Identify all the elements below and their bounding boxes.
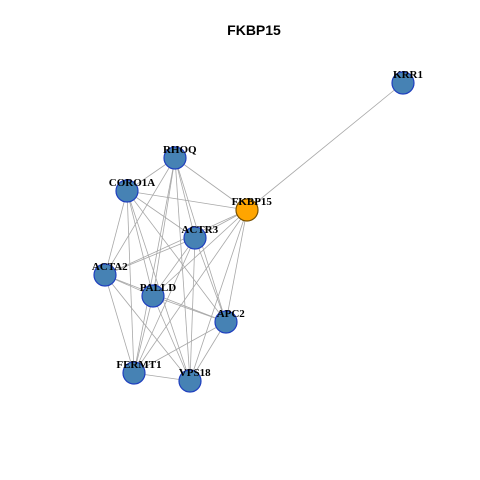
edge-coro1a-actr3 (126, 190, 196, 239)
edge-fkbp15-acta2 (104, 209, 248, 276)
edge-acta2-vps18 (104, 274, 191, 382)
node-fkbp15[interactable] (235, 198, 259, 222)
node-layer (93, 71, 415, 393)
node-vps18[interactable] (178, 369, 202, 393)
edge-coro1a-fkbp15 (126, 190, 248, 211)
graph-title: FKBP15 (227, 22, 281, 38)
node-fermt1[interactable] (122, 361, 146, 385)
node-apc2[interactable] (214, 310, 238, 334)
node-label-vps18: VPS18 (179, 367, 211, 379)
node-palld[interactable] (141, 284, 165, 308)
node-label-apc2: APC2 (217, 308, 246, 320)
node-label-coro1a: CORO1A (109, 177, 156, 189)
edge-layer (104, 82, 404, 382)
edge-palld-apc2 (152, 295, 227, 323)
node-label-acta2: ACTA2 (92, 261, 128, 273)
edge-coro1a-acta2 (104, 190, 128, 276)
edge-krr1-fkbp15 (246, 82, 404, 211)
node-actr3[interactable] (183, 226, 207, 250)
edge-coro1a-fermt1 (126, 190, 135, 374)
edge-actr3-acta2 (104, 237, 196, 276)
node-acta2[interactable] (93, 263, 117, 287)
edge-coro1a-palld (126, 190, 154, 297)
node-krr1[interactable] (391, 71, 415, 95)
node-rhoq[interactable] (163, 146, 187, 170)
edge-fkbp15-palld (152, 209, 248, 297)
edge-apc2-fermt1 (133, 321, 227, 374)
node-label-rhoq: RHOQ (163, 144, 197, 156)
node-label-actr3: ACTR3 (181, 224, 218, 236)
edge-fkbp15-vps18 (189, 209, 248, 382)
edge-rhoq-actr3 (174, 157, 196, 239)
edge-actr3-fermt1 (133, 237, 196, 374)
edge-palld-fermt1 (133, 295, 154, 374)
edge-palld-vps18 (152, 295, 191, 382)
edge-acta2-fermt1 (104, 274, 135, 374)
node-label-fermt1: FERMT1 (116, 359, 161, 371)
edge-rhoq-fkbp15 (174, 157, 248, 211)
edge-acta2-apc2 (104, 274, 227, 323)
node-label-palld: PALLD (140, 282, 177, 294)
edge-fkbp15-apc2 (225, 209, 248, 323)
edge-fkbp15-fermt1 (133, 209, 248, 374)
edge-rhoq-acta2 (104, 157, 176, 276)
node-label-fkbp15: FKBP15 (232, 196, 273, 208)
node-label-krr1: KRR1 (393, 69, 423, 81)
edge-actr3-vps18 (189, 237, 196, 382)
node-coro1a[interactable] (115, 179, 139, 203)
edge-coro1a-apc2 (126, 190, 227, 323)
edge-actr3-apc2 (194, 237, 227, 323)
edge-rhoq-fermt1 (133, 157, 176, 374)
edge-actr3-palld (152, 237, 196, 297)
edge-rhoq-palld (152, 157, 176, 297)
